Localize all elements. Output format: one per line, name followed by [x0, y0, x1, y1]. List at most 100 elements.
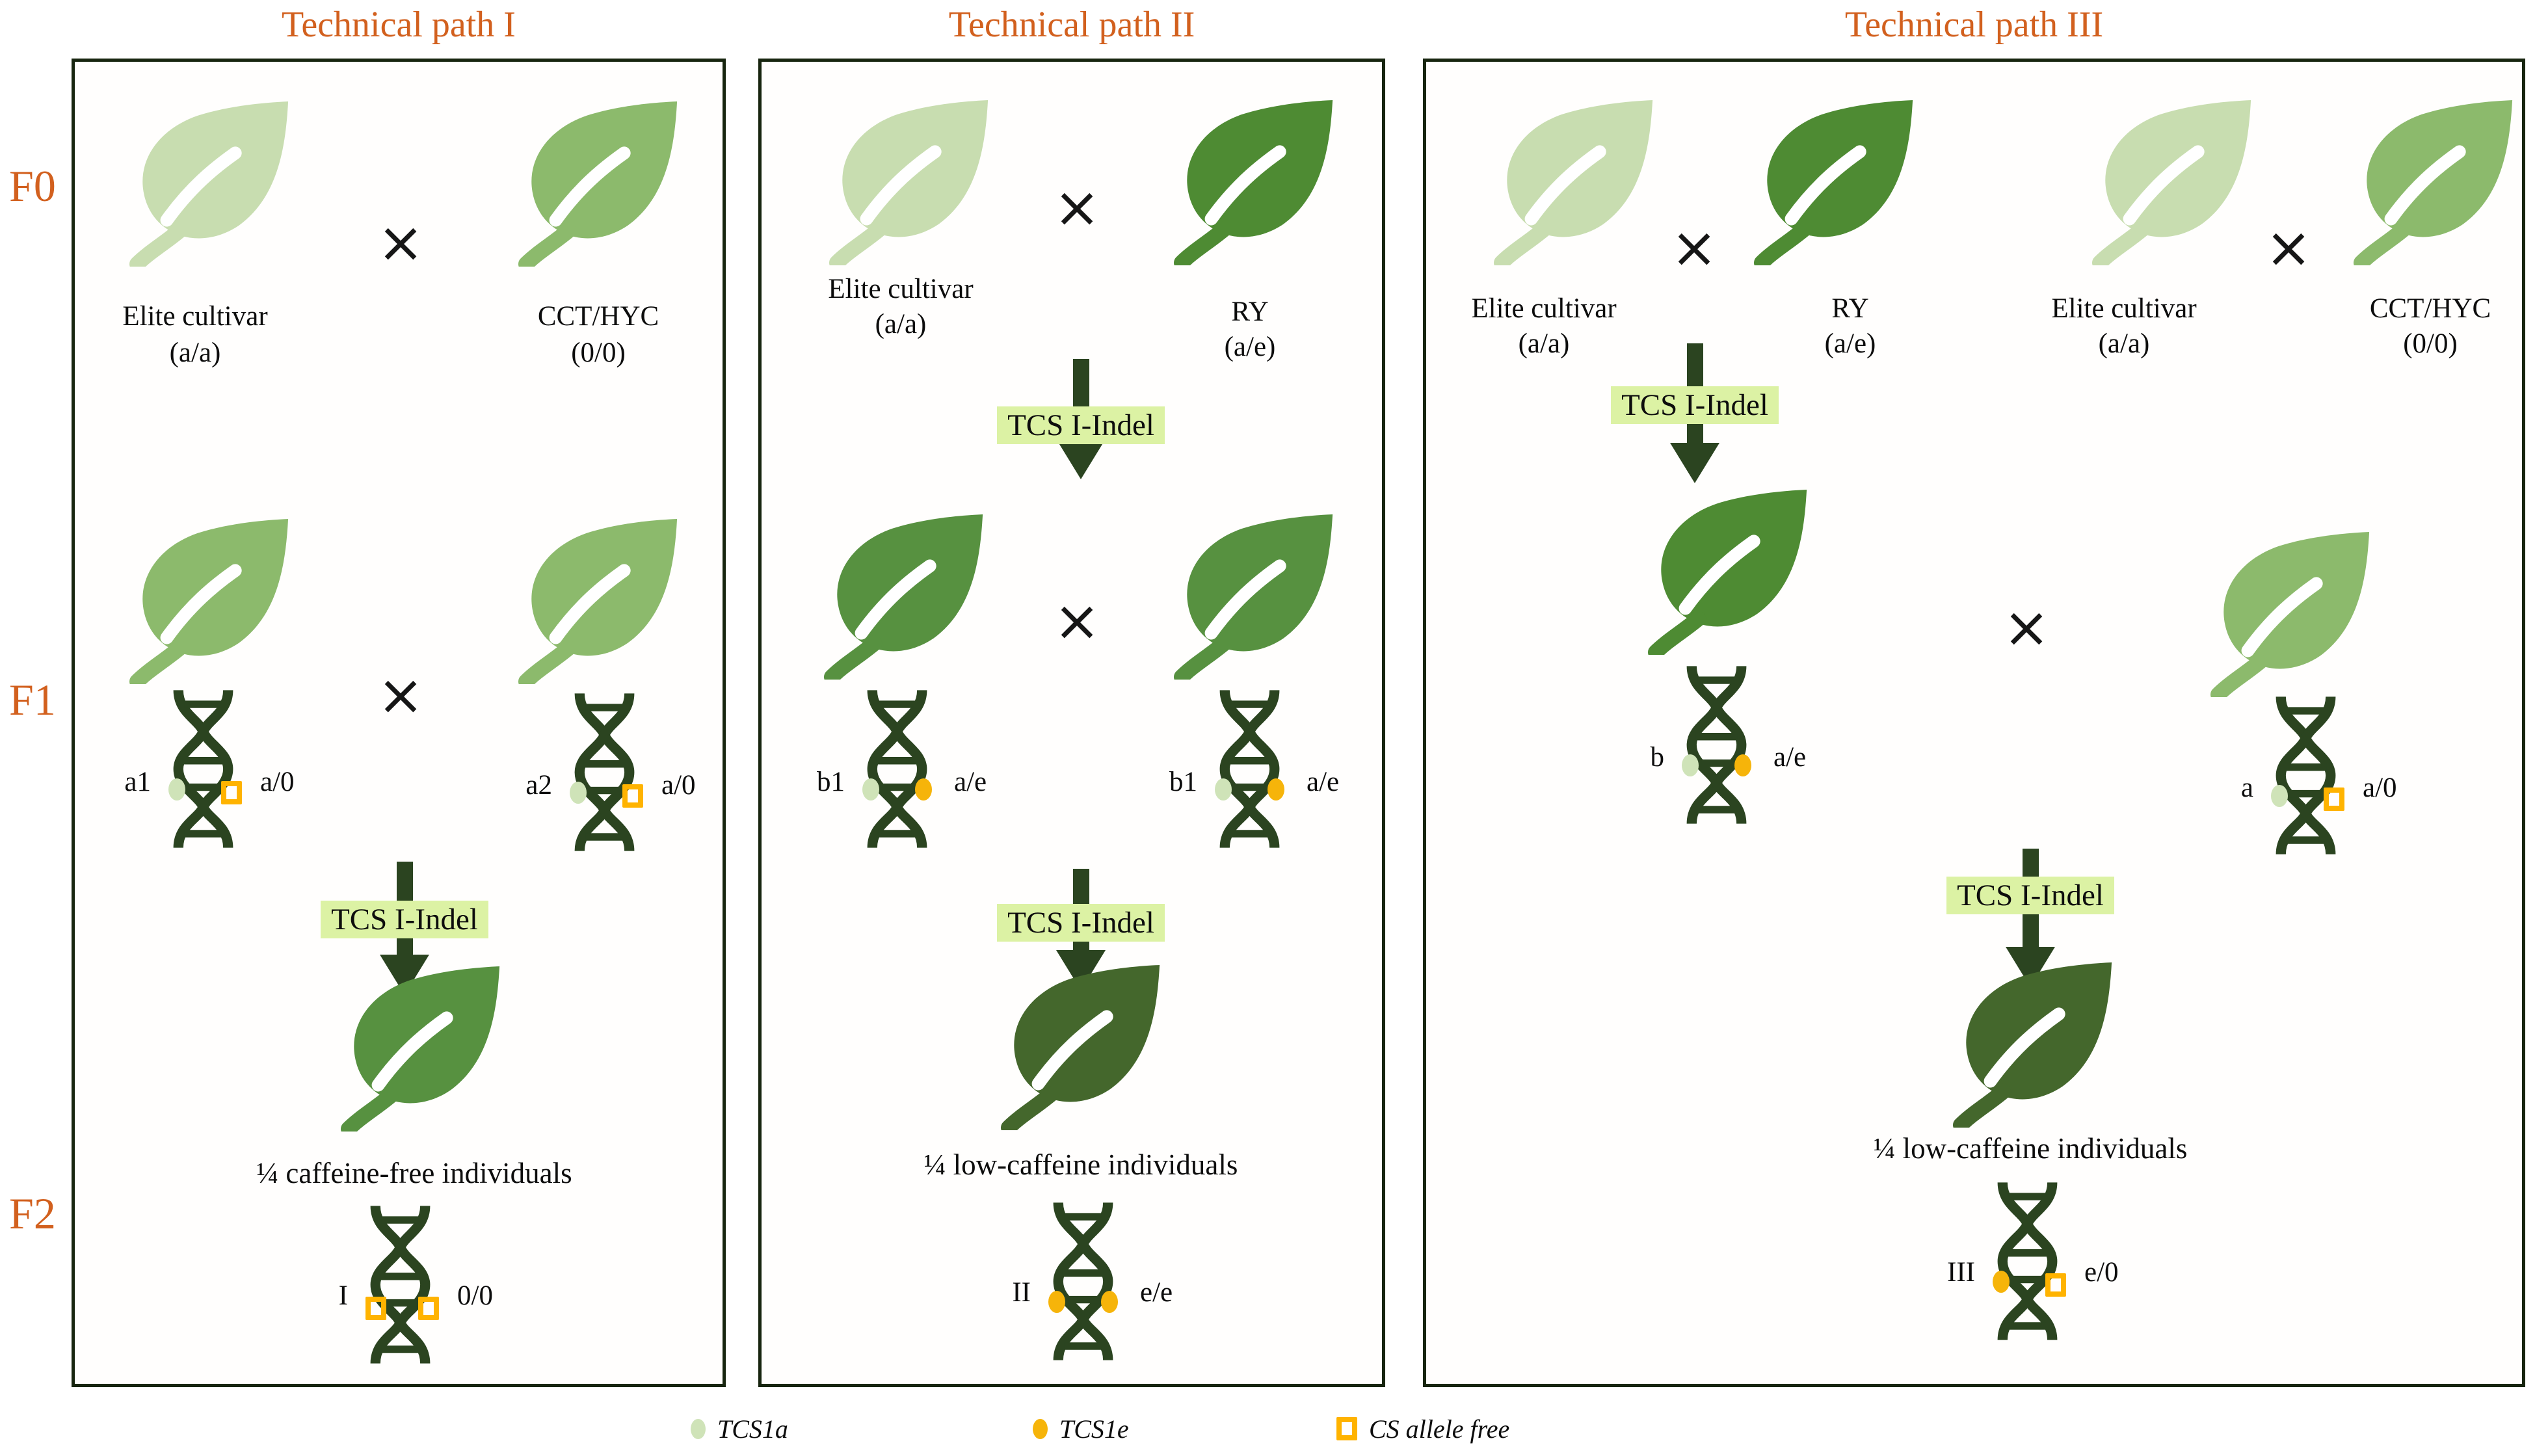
leaf-icon-f2: [1941, 957, 2130, 1128]
dna-icon-II: [1039, 1198, 1127, 1364]
dna-id-label: a1: [124, 767, 151, 797]
legend-label: TCS1e: [1059, 1414, 1129, 1444]
leaf-icon-elite-cultivar: [117, 96, 307, 267]
dna-helix: [1673, 662, 1760, 828]
dna-helix: [1984, 1178, 2071, 1344]
cs-allele-free-square: [2324, 788, 2344, 811]
parent-name: Elite cultivar: [828, 274, 974, 304]
tcs1e-allele-dot: [1268, 778, 1284, 801]
dna-genotype-label: a/0: [260, 767, 295, 797]
leaf-icon-elite-cultivar: [2080, 95, 2270, 265]
dna-id-label: II: [1012, 1277, 1031, 1308]
leaf-icon-f1: [506, 514, 696, 684]
dna-genotype-label: a/0: [661, 770, 696, 801]
dna-icon-a: [2262, 693, 2350, 858]
parent-name: RY: [1231, 297, 1269, 327]
generation-label-f1: F1: [9, 675, 56, 724]
leaf-icon-cct-hyc: [2341, 95, 2531, 265]
edit-tool-label: TCS I-Indel: [1611, 386, 1779, 424]
parent-name: RY: [1831, 293, 1869, 324]
dna-helix: [356, 1202, 444, 1368]
cs-allele-free-square: [1336, 1417, 1357, 1440]
parent-name: CCT/HYC: [537, 301, 659, 332]
title-technical-path-3: Technical path III: [1844, 5, 2104, 45]
cross-symbol: ×: [1671, 215, 1718, 280]
dna-icon-a1: [159, 686, 247, 852]
dna-id-label: b1: [817, 767, 845, 797]
dna-helix: [2262, 693, 2350, 858]
parent-genotype: (a/a): [2098, 328, 2150, 359]
tcs1e-allele-dot: [1033, 1418, 1048, 1439]
leaf-icon-ry: [1742, 95, 1931, 265]
tcs1a-allele-dot: [1682, 754, 1699, 776]
dna-id-label: I: [338, 1280, 348, 1311]
dna-genotype-label: a/e: [954, 767, 987, 797]
dna-icon-I: [356, 1202, 444, 1368]
dna-icon-b1: [1206, 686, 1294, 852]
parent-genotype: (a/e): [1824, 328, 1876, 359]
parent-name: Elite cultivar: [2051, 293, 2197, 324]
parent-genotype: (a/a): [875, 309, 927, 339]
tcs1a-allele-dot: [691, 1418, 706, 1439]
legend-item-cs-allele-free: CS allele free: [1336, 1409, 1509, 1449]
dna-genotype-label: 0/0: [457, 1280, 493, 1311]
tcs1e-allele-dot: [1734, 754, 1751, 776]
dna-icon-b1: [853, 686, 941, 852]
panel-technical-path-2: [758, 59, 1385, 1387]
cross-symbol: ×: [2265, 215, 2313, 280]
leaf-icon-f1: [1636, 484, 1825, 655]
edit-tool-label: TCS I-Indel: [997, 904, 1165, 942]
dna-id-label: b1: [1169, 767, 1197, 797]
f2-caption: ¼ caffeine-free individuals: [256, 1157, 572, 1189]
leaf-icon-ry: [1161, 95, 1351, 265]
f2-caption: ¼ low-caffeine individuals: [1873, 1132, 2188, 1165]
dna-genotype-label: a/e: [1307, 767, 1340, 797]
cs-allele-free-square: [418, 1297, 439, 1320]
cs-allele-free-square: [622, 784, 643, 808]
cross-symbol: ×: [2003, 595, 2051, 660]
tcs1e-allele-dot: [1101, 1291, 1118, 1313]
leaf-icon-f2: [989, 960, 1178, 1130]
parent-genotype: (a/a): [169, 338, 221, 368]
dna-genotype-label: e/e: [1140, 1277, 1173, 1308]
leaf-icon-f1: [1161, 509, 1351, 680]
dna-icon-III: [1984, 1178, 2071, 1344]
tcs1a-allele-dot: [168, 778, 185, 801]
dna-genotype-label: a/e: [1773, 742, 1807, 773]
tcs1e-allele-dot: [1048, 1291, 1065, 1313]
leaf-icon-f1: [812, 509, 1002, 680]
dna-icon-a2: [561, 689, 648, 855]
edit-tool-label: TCS I-Indel: [997, 406, 1165, 444]
tcs1a-allele-dot: [570, 782, 587, 804]
parent-genotype: (0/0): [571, 338, 626, 368]
arrow-head: [1056, 439, 1106, 479]
dna-id-label: a: [2240, 773, 2253, 803]
cross-symbol: ×: [1054, 589, 1101, 654]
tcs1a-allele-dot: [2271, 785, 2288, 807]
leaf-icon-cct-hyc: [506, 96, 696, 267]
leaf-icon-elite-cultivar: [817, 95, 1007, 265]
dna-icon-b: [1673, 662, 1760, 828]
parent-name: CCT/HYC: [2369, 293, 2491, 324]
cross-symbol: ×: [377, 210, 425, 275]
dna-helix: [1039, 1198, 1127, 1364]
generation-label-f2: F2: [9, 1189, 56, 1238]
cross-symbol: ×: [377, 663, 425, 728]
legend-label: TCS1a: [717, 1414, 788, 1444]
legend-item-tcs1a: TCS1a: [691, 1409, 788, 1449]
parent-genotype: (a/a): [1518, 328, 1570, 359]
arrow-head: [1670, 443, 1719, 483]
tcs1a-allele-dot: [1215, 778, 1232, 801]
tcs1e-allele-dot: [1993, 1271, 2010, 1293]
cs-allele-free-square: [2045, 1273, 2066, 1297]
leaf-icon-f2: [328, 961, 518, 1132]
dna-genotype-label: a/0: [2363, 773, 2397, 803]
tcs1e-allele-dot: [915, 778, 932, 801]
dna-helix: [561, 689, 648, 855]
panel-technical-path-3: [1423, 59, 2525, 1387]
cs-allele-free-square: [365, 1297, 386, 1320]
edit-tool-label: TCS I-Indel: [1946, 877, 2114, 914]
leaf-icon-f1: [117, 514, 307, 684]
dna-id-label: a2: [525, 770, 552, 801]
